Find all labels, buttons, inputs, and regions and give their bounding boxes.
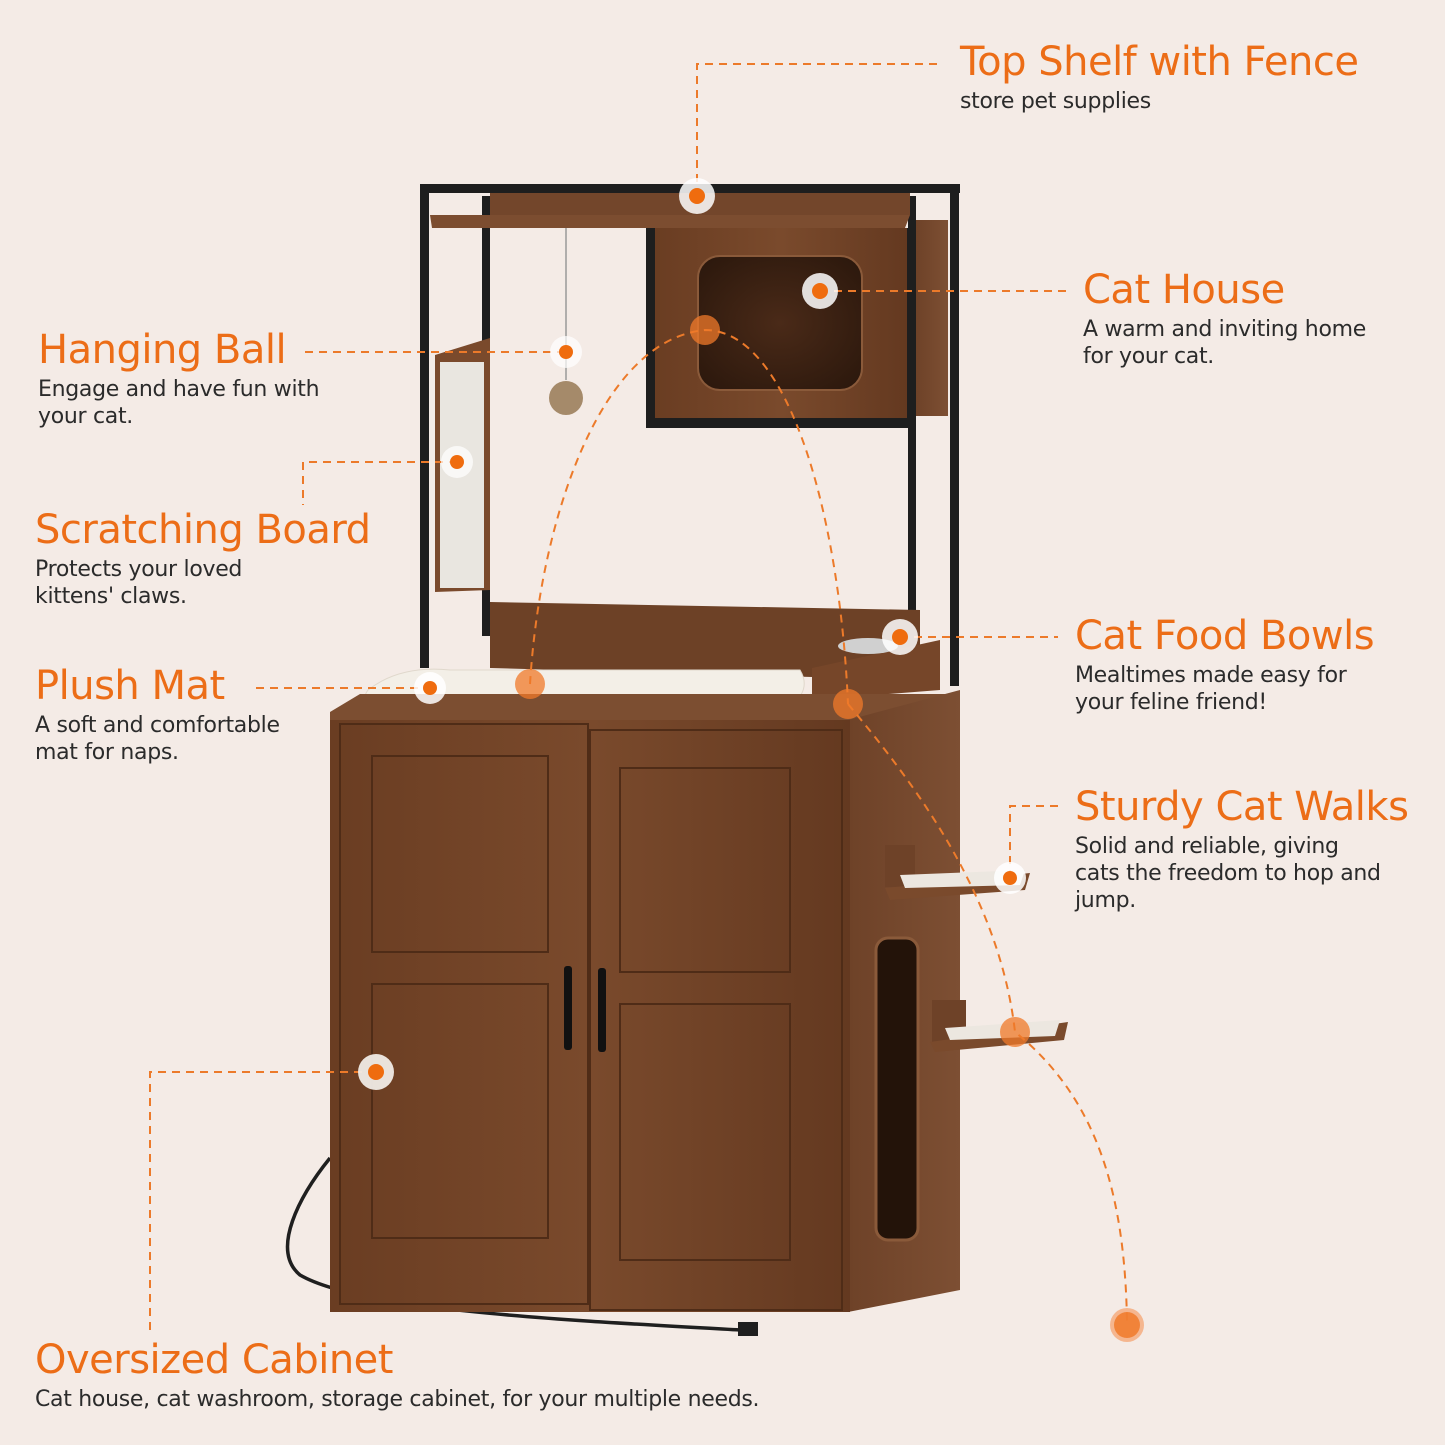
callout-scratching-board: Scratching Board Protects your loved kit… — [35, 508, 371, 610]
hotspot-markers — [358, 178, 1144, 1342]
callout-title: Scratching Board — [35, 507, 371, 553]
callout-description: Mealtimes made easy for your feline frie… — [1075, 663, 1347, 715]
callout-top-shelf: Top Shelf with Fence store pet supplies — [960, 39, 1359, 115]
left-door-handle — [564, 966, 572, 1050]
callout-description: Protects your loved kittens' claws. — [35, 557, 243, 609]
cabinet-doors — [339, 723, 843, 1311]
callout-description: A warm and inviting home for your cat. — [1083, 317, 1366, 369]
callout-hanging-ball: Hanging Ball Engage and have fun with yo… — [38, 327, 320, 430]
callout-oversized-cabinet: Oversized Cabinet Cat house, cat washroo… — [35, 1337, 760, 1413]
callout-title: Sturdy Cat Walks — [1075, 784, 1409, 830]
callout-title: Top Shelf with Fence — [960, 39, 1359, 85]
callout-cat-walks: Sturdy Cat Walks Solid and reliable, giv… — [1075, 784, 1409, 914]
callout-title: Cat Food Bowls — [1075, 613, 1375, 659]
callout-description: Cat house, cat washroom, storage cabinet… — [35, 1387, 760, 1412]
callout-title: Plush Mat — [35, 663, 225, 709]
callout-title: Hanging Ball — [38, 327, 287, 373]
callout-description: Engage and have fun with your cat. — [38, 377, 320, 429]
callout-plush-mat: Plush Mat A soft and comfortable mat for… — [35, 664, 280, 766]
callout-description: A soft and comfortable mat for naps. — [35, 713, 280, 765]
callout-description: store pet supplies — [960, 89, 1151, 114]
callout-title: Oversized Cabinet — [35, 1337, 393, 1383]
callout-cat-house: Cat House A warm and inviting home for y… — [1083, 268, 1366, 370]
callout-cat-food-bowls: Cat Food Bowls Mealtimes made easy for y… — [1075, 613, 1375, 716]
right-door-handle — [598, 968, 606, 1052]
callout-description: Solid and reliable, giving cats the free… — [1075, 834, 1381, 913]
callout-title: Cat House — [1083, 267, 1285, 313]
